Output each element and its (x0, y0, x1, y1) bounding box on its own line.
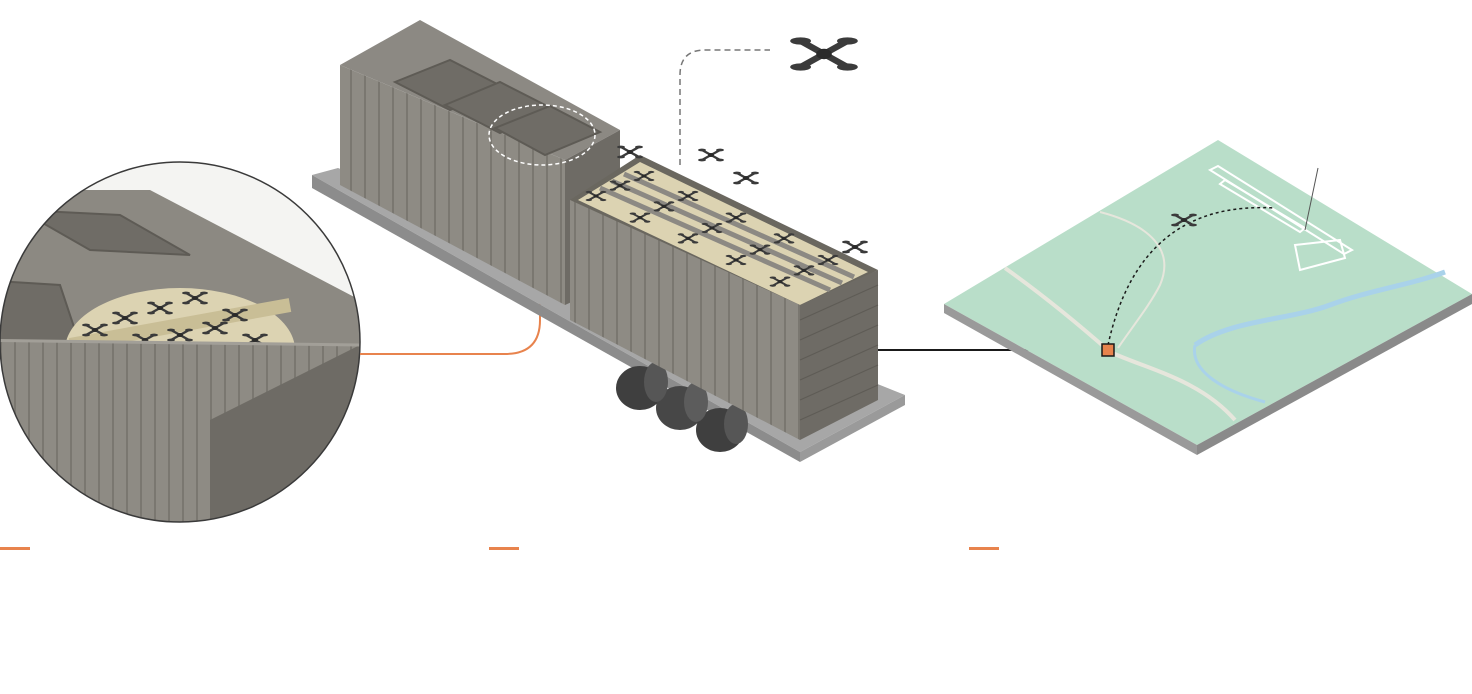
accent-dash-middle (489, 547, 519, 550)
truck-wheel-icon (616, 362, 748, 452)
drone-icon (790, 37, 858, 70)
container-truck (312, 20, 905, 462)
accent-dash-right (969, 547, 999, 550)
accent-dash-left (0, 547, 30, 550)
target-marker-icon (1101, 343, 1115, 357)
detail-callout (0, 161, 361, 523)
target-map (944, 140, 1472, 455)
airfield-icon (1207, 164, 1355, 272)
river (1193, 269, 1446, 348)
